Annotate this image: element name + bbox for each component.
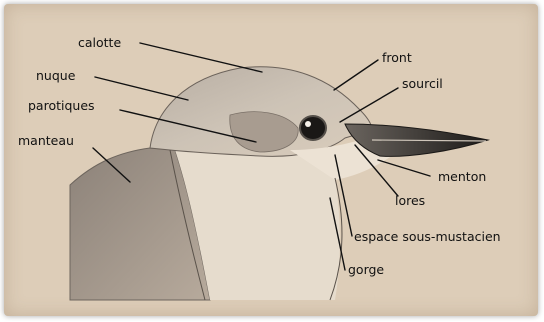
label-menton: menton: [438, 169, 486, 184]
bird-head-diagram: calotte nuque parotiques manteau front s…: [4, 4, 538, 316]
label-nuque: nuque: [36, 68, 76, 83]
label-manteau: manteau: [18, 133, 74, 148]
leader-nuque: [95, 77, 188, 100]
eye: [300, 116, 326, 140]
leader-front: [334, 60, 378, 90]
label-gorge: gorge: [348, 262, 384, 277]
eye-highlight: [305, 121, 311, 127]
label-espace-sous-mustacien: espace sous-mustacien: [354, 229, 501, 244]
label-parotiques: parotiques: [28, 98, 95, 113]
label-lores: lores: [395, 193, 425, 208]
label-calotte: calotte: [78, 35, 121, 50]
leader-menton: [378, 160, 430, 176]
label-sourcil: sourcil: [402, 76, 443, 91]
leader-calotte: [140, 43, 262, 72]
label-front: front: [382, 50, 412, 65]
diagram-frame: calotte nuque parotiques manteau front s…: [4, 4, 538, 316]
